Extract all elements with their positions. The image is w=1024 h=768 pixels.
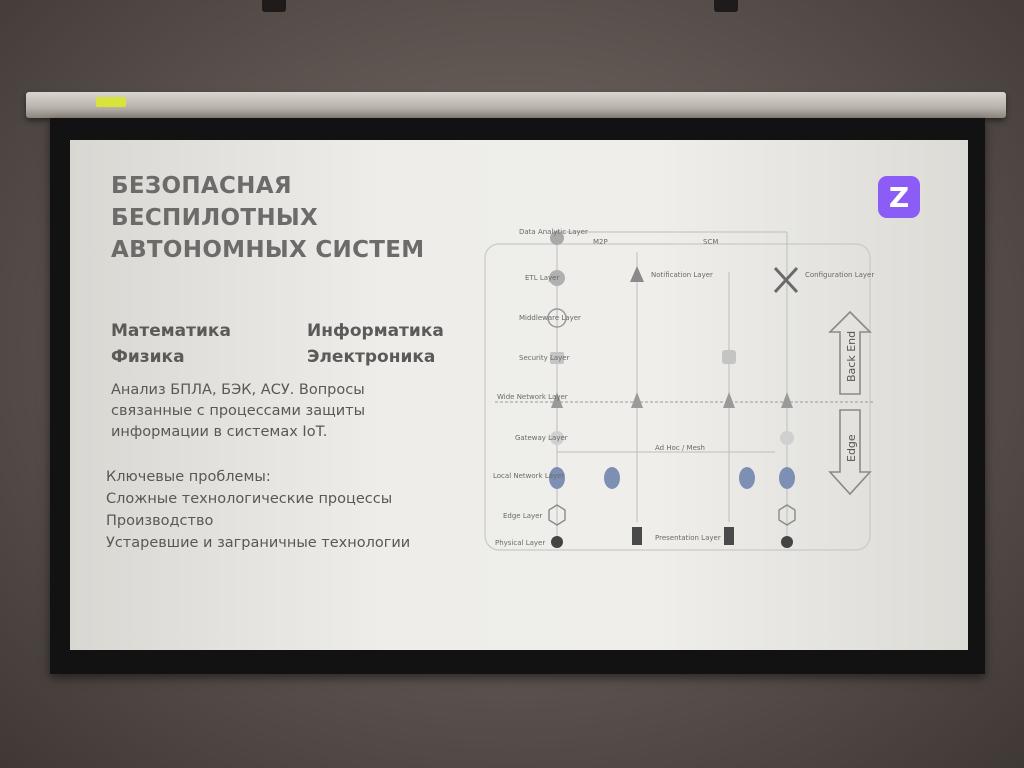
layer-label: Data Analytic Layer <box>519 228 588 236</box>
security-icon <box>722 350 736 364</box>
slide-title: БЕЗОПАСНАЯ БЕСПИЛОТНЫХ АВТОНОМНЫХ СИСТЕМ <box>111 170 471 266</box>
slide-title-line: БЕСПИЛОТНЫХ <box>111 205 319 231</box>
middleware-icon <box>547 308 567 328</box>
edge-node-icon <box>778 504 796 526</box>
layer-label: Edge Layer <box>503 512 542 520</box>
bluetooth-icon <box>604 467 620 489</box>
description-line: информации в системах IoT. <box>111 424 328 440</box>
back-end-label: Back End <box>845 331 858 382</box>
bluetooth-icon <box>739 467 755 489</box>
presentation-label: Presentation Layer <box>655 534 721 542</box>
antenna-icon <box>781 392 793 408</box>
ceiling-light <box>262 0 286 12</box>
subject-electronics: Электроника <box>307 347 436 367</box>
subject-math: Математика <box>111 321 231 341</box>
antenna-icon <box>723 392 735 408</box>
device-icon <box>632 527 642 545</box>
problem-item: Сложные технологические процессы <box>106 491 393 507</box>
m2p-label: M2P <box>593 238 608 246</box>
layer-label: ETL Layer <box>525 274 559 282</box>
subject-informatics: Информатика <box>307 321 444 341</box>
notification-label: Notification Layer <box>651 271 713 279</box>
edge-arrow: Edge <box>828 409 872 496</box>
gear-icon <box>781 536 793 548</box>
bluetooth-icon <box>549 467 565 489</box>
layer-label: Local Network Layer <box>493 472 564 480</box>
scm-label: SCM <box>703 238 718 246</box>
etl-icon <box>549 270 565 286</box>
bell-icon <box>630 266 644 282</box>
layer-label: Security Layer <box>519 354 570 362</box>
layer-label: Wide Network Layer <box>497 393 568 401</box>
brand-logo-icon: Z <box>878 176 920 218</box>
diagram-border <box>484 243 871 551</box>
description-line: Анализ БПЛА, БЭК, АСУ. Вопросы <box>111 382 365 398</box>
edge-label: Edge <box>845 434 858 462</box>
ceiling-light <box>714 0 738 12</box>
problems-list: Ключевые проблемы: Сложные технологическ… <box>106 466 446 554</box>
slide-title-line: БЕЗОПАСНАЯ <box>111 173 292 199</box>
description: Анализ БПЛА, БЭК, АСУ. Вопросы связанные… <box>111 380 441 443</box>
device-icon <box>724 527 734 545</box>
edge-node-icon <box>548 504 566 526</box>
iot-architecture-diagram: Data Analytic Layer ETL Layer Middleware… <box>484 228 875 551</box>
gateway-icon <box>550 431 564 445</box>
diagram-nodes <box>547 231 799 548</box>
sticker <box>96 97 126 107</box>
problems-heading: Ключевые проблемы: <box>106 469 271 485</box>
subject-physics: Физика <box>111 347 185 367</box>
gateway-icon <box>780 431 794 445</box>
projector-screen-case <box>26 92 1006 118</box>
problem-item: Устаревшие и заграничные технологии <box>106 535 411 551</box>
layer-label: Gateway Layer <box>515 434 568 442</box>
problem-item: Производство <box>106 513 214 529</box>
analytics-icon <box>550 231 564 245</box>
gear-icon <box>551 536 563 548</box>
configuration-label: Configuration Layer <box>805 271 874 279</box>
wrench-icon <box>773 266 799 294</box>
description-line: связанные с процессами защиты <box>111 403 366 419</box>
bluetooth-icon <box>779 467 795 489</box>
layer-label: Physical Layer <box>495 539 545 547</box>
antenna-icon <box>551 392 563 408</box>
security-icon <box>550 352 564 364</box>
antenna-icon <box>631 392 643 408</box>
back-end-arrow: Back End <box>828 310 872 395</box>
adhoc-label: Ad Hoc / Mesh <box>655 444 705 452</box>
projected-slide: БЕЗОПАСНАЯ БЕСПИЛОТНЫХ АВТОНОМНЫХ СИСТЕМ… <box>70 140 968 650</box>
layer-label: Middleware Layer <box>519 314 581 322</box>
slide-title-line: АВТОНОМНЫХ СИСТЕМ <box>111 237 425 263</box>
